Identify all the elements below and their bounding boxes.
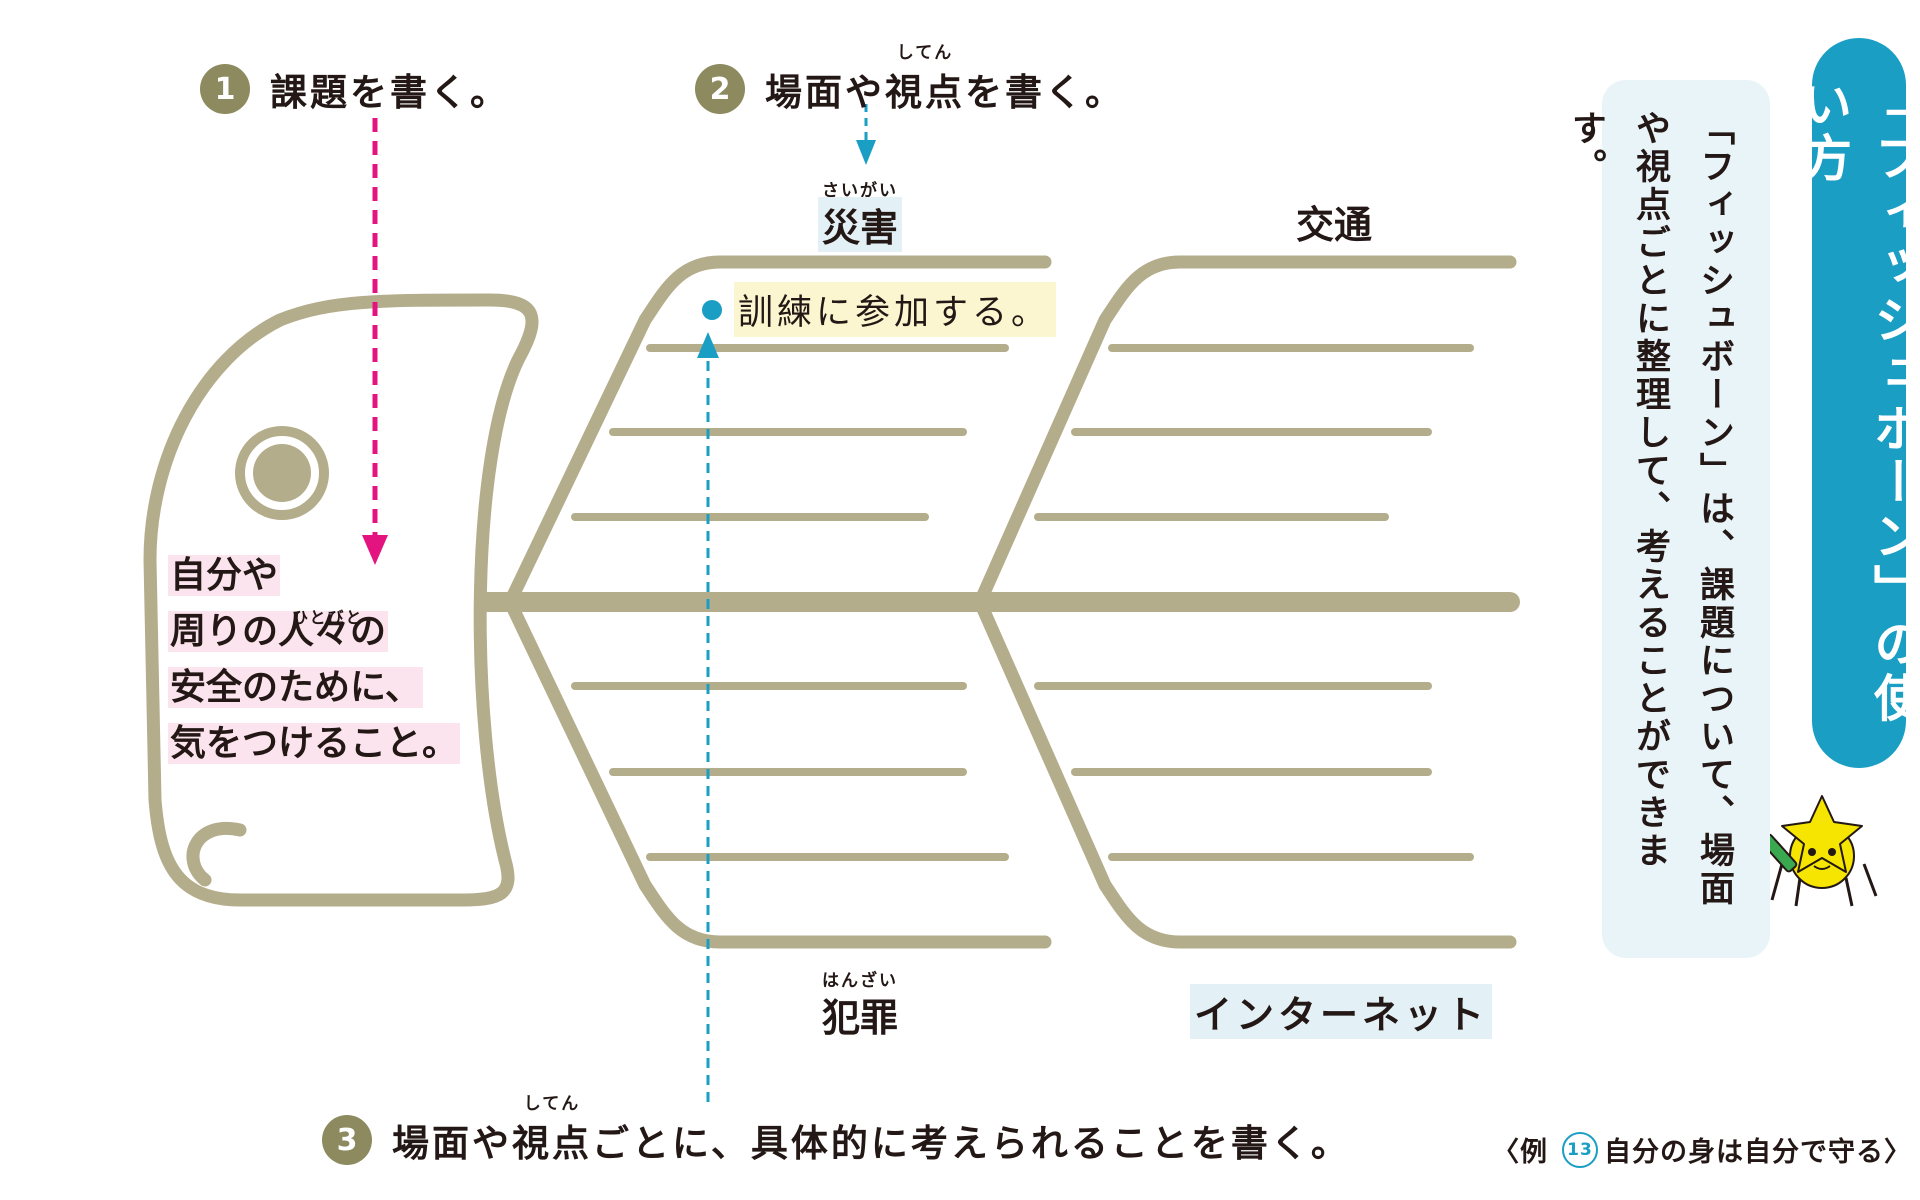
rib-upper-left [503, 255, 1052, 609]
step-2-number: 2 [695, 64, 745, 114]
footer-text: 自分の身は自分で守る〉 [1604, 1137, 1912, 1168]
fish-head [143, 293, 539, 907]
panel-title: 「フィッシュボーン」の使い方 [1794, 38, 1920, 768]
category-crime-label: 犯罪 [822, 996, 899, 1040]
pink-arrowhead [362, 535, 388, 565]
blue-arrowhead-down [856, 140, 876, 165]
problem-statement: 自分や ひとびと周りの人々の 安全のために、 気をつけること。 [168, 548, 461, 772]
step-1-number: 1 [200, 64, 250, 114]
problem-line-3: 安全のために、 [168, 667, 423, 708]
problem-line-4: 気をつけること。 [168, 723, 461, 764]
blue-arrowhead-up [697, 332, 719, 358]
step-3-text-post: ごとに、具体的に考えられることを書く。 [592, 1122, 1351, 1165]
fish-eye-outer [235, 426, 329, 520]
panel-description: 「フィッシュボーン」は、課題について、場面や視点ごとに整理して、考えることができ… [1566, 80, 1770, 958]
step-3-ruby: してん [523, 1094, 581, 1114]
category-traffic: 交通 [1292, 194, 1376, 249]
star-mascot-icon [1770, 795, 1878, 907]
footer-number-badge: 13 [1562, 1131, 1598, 1168]
rib-lower-left [503, 595, 1052, 949]
category-traffic-label: 交通 [1296, 203, 1373, 247]
step-2-text-pre: 場面や [765, 71, 885, 114]
category-crime-ruby: はんざい [822, 971, 898, 991]
step-2-text-post: を書く。 [965, 71, 1125, 114]
step-3-text-pre: 場面や [392, 1122, 512, 1165]
step-2-ruby: してん [896, 43, 954, 63]
step-3-number: 3 [322, 1115, 372, 1165]
category-crime: はんざい 犯罪 [818, 966, 902, 1042]
category-disaster-label: 災害 [818, 197, 903, 252]
problem-line-1: 自分や [168, 555, 281, 596]
step-2-heading: 2 場面やしてん視点を書く。 [695, 43, 1125, 116]
example-entry: 訓練に参加する。 [702, 282, 1057, 337]
bullet-dot-icon [702, 299, 722, 320]
example-entry-text: 訓練に参加する。 [734, 282, 1057, 337]
step-3-rubyword: 視点 [512, 1122, 592, 1165]
step-2-rubyword: 視点 [885, 71, 965, 114]
problem-line-2-ruby: ひとびと [292, 608, 364, 627]
footer-caption: 〈例 13 自分の身は自分で守る〉 [1492, 1130, 1912, 1169]
step-3-heading: 3 場面やしてん視点ごとに、具体的に考えられることを書く。 [322, 1094, 1351, 1167]
fish-gill [186, 821, 247, 887]
rib-upper-right [973, 255, 1517, 609]
category-disaster-ruby: さいがい [822, 181, 898, 201]
rib-lower-right [973, 595, 1517, 949]
category-internet: インターネット [1190, 984, 1493, 1039]
step-1-text: 課題を書く。 [270, 71, 510, 114]
category-disaster: さいがい 災害 [818, 176, 903, 252]
footer-prefix: 〈例 [1492, 1137, 1548, 1168]
problem-line-2: 周りの人々の [168, 611, 389, 652]
fish-eye-inner [253, 444, 311, 502]
step-1-heading: 1 課題を書く。 [200, 62, 510, 116]
category-internet-label: インターネット [1190, 984, 1493, 1039]
